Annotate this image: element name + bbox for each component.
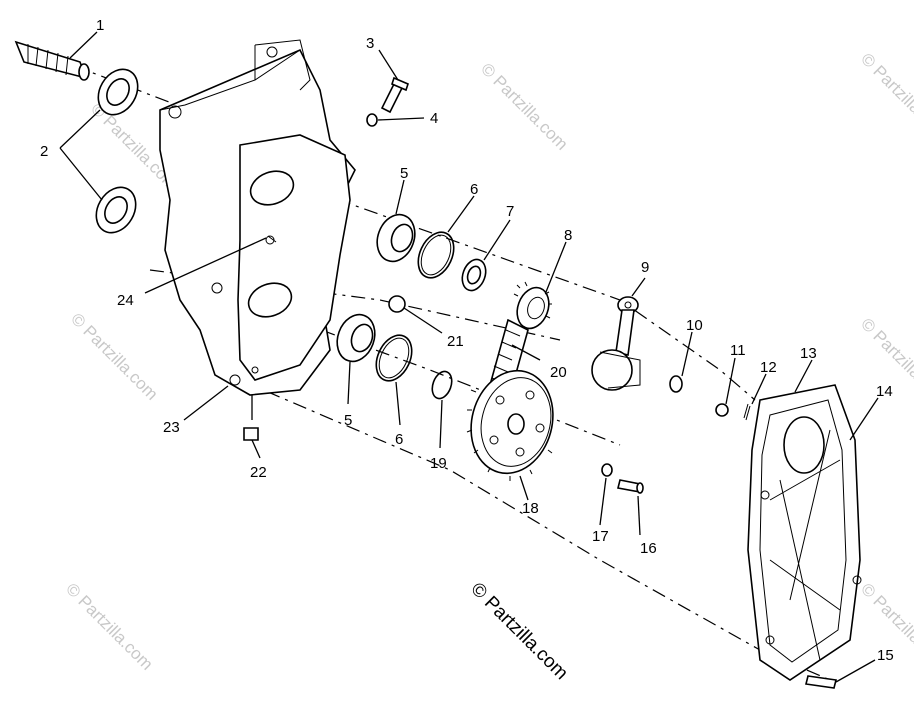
part-18-lower-sprocket	[466, 369, 554, 481]
callout-20: 20	[550, 364, 567, 381]
callout-14: 14	[876, 383, 893, 400]
callout-5-lower: 5	[344, 412, 352, 429]
watermark-top-center: © Partzilla.com	[477, 59, 571, 153]
part-14-chaincase-cover	[747, 384, 862, 681]
part-16-bolt	[617, 479, 644, 494]
callout-5-upper: 5	[400, 165, 408, 182]
callout-12: 12	[760, 359, 777, 376]
part-23-chaincase-housing	[159, 39, 356, 396]
callout-7: 7	[506, 203, 514, 220]
callout-22: 22	[250, 464, 267, 481]
part-19-o-ring	[431, 370, 453, 400]
part-6-o-ring-upper	[417, 231, 455, 279]
part-1-shaft	[14, 40, 90, 81]
callout-16: 16	[640, 540, 657, 557]
part-3-bolt	[380, 76, 409, 114]
callout-9: 9	[641, 259, 649, 276]
callout-23: 23	[163, 419, 180, 436]
watermark-left-middle: © Partzilla.com	[67, 309, 161, 403]
watermark-top-right: © Partzilla.com	[857, 49, 914, 143]
callout-3: 3	[366, 35, 374, 52]
callout-13: 13	[800, 345, 817, 362]
watermark-main: © Partzilla.com	[466, 579, 571, 684]
part-5-bearing-upper	[376, 213, 416, 263]
callout-24: 24	[117, 292, 134, 309]
callout-labels: 1 2 3 4 5 6 7 8 9 10 11 12 13 14 15 16 1…	[40, 17, 894, 664]
part-8-upper-sprocket	[513, 281, 552, 330]
part-2-seal-upper	[97, 68, 139, 116]
part-24-stud	[267, 235, 277, 243]
part-17-washer	[601, 463, 613, 477]
callout-19: 19	[430, 455, 447, 472]
callout-2: 2	[40, 143, 48, 160]
watermark-left-bottom: © Partzilla.com	[62, 579, 156, 673]
part-9-tensioner-arm	[591, 296, 641, 391]
part-6-o-ring-lower	[375, 334, 413, 382]
part-21-nut	[388, 295, 406, 313]
callout-6-upper: 6	[470, 181, 478, 198]
part-11-nut	[715, 403, 729, 417]
callout-21: 21	[447, 333, 464, 350]
part-5-bearing-lower	[336, 313, 376, 363]
callout-15: 15	[877, 647, 894, 664]
part-10-washer	[669, 375, 683, 393]
part-2-seal-lower	[95, 186, 137, 234]
callout-18: 18	[522, 500, 539, 517]
part-4-nut	[366, 113, 378, 127]
callout-11: 11	[730, 342, 746, 359]
part-15-bolt	[805, 675, 837, 689]
part-12-cotter-pin	[743, 403, 751, 421]
callout-17: 17	[592, 528, 609, 545]
callout-10: 10	[686, 317, 703, 334]
callout-6-lower: 6	[395, 431, 403, 448]
callout-1: 1	[96, 17, 104, 34]
part-7-seal	[461, 258, 487, 292]
leader-lines	[59, 31, 879, 683]
callout-8: 8	[564, 227, 572, 244]
part-22-nut	[243, 427, 259, 441]
callout-4: 4	[430, 110, 438, 127]
